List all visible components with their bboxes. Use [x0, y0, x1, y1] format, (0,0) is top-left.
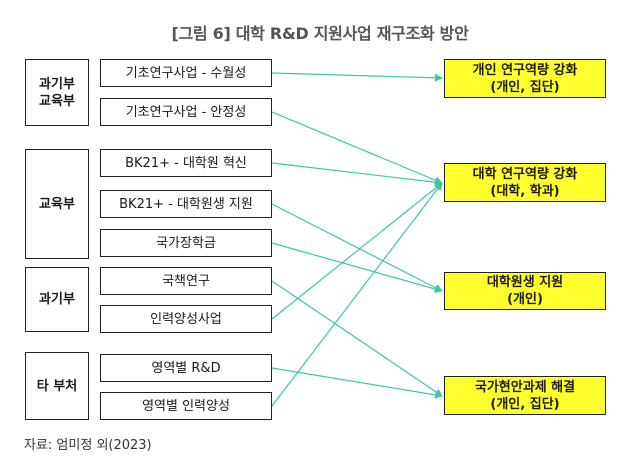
- goal-title: 대학원생 지원: [486, 275, 564, 290]
- connector-arrow-2: [271, 162, 443, 187]
- program-bk21-grad-innovation: BK21+ - 대학원 혁신: [100, 149, 272, 177]
- ministry-box-moe: 교육부: [25, 149, 89, 259]
- connector-arrow-3: [271, 203, 443, 292]
- goal-university-research: 대학 연구역량 강화 (대학, 학과): [444, 163, 606, 202]
- program-bk21-grad-support: BK21+ - 대학원생 지원: [100, 190, 272, 218]
- connector-arrow-6: [271, 182, 443, 320]
- program-basic-research-excellence: 기초연구사업 - 수월성: [100, 59, 272, 87]
- goal-grad-student-support: 대학원생 지원 (개인): [444, 272, 606, 310]
- connector-arrow-1: [271, 111, 443, 184]
- ministry-box-msit: 과기부: [25, 267, 89, 332]
- goal-title: 개인 연구역량 강화: [472, 62, 578, 78]
- connector-arrow-8: [271, 182, 443, 407]
- program-domain-rnd: 영역별 R&D: [100, 354, 272, 382]
- program-workforce-development: 인력양성사업: [100, 305, 272, 333]
- ministry-box-msit-moe: 과기부 교육부: [25, 59, 89, 126]
- goal-subtitle: (대학, 학과): [490, 183, 560, 199]
- program-domain-workforce: 영역별 인력양성: [100, 392, 272, 420]
- goal-title: 국가현안과제 해결: [474, 379, 576, 395]
- connector-arrow-7: [271, 367, 443, 399]
- source-note: 자료: 엄미정 외(2023): [24, 438, 152, 453]
- goal-subtitle: (개인, 집단): [490, 396, 560, 412]
- goal-national-issues: 국가현안과제 해결 (개인, 집단): [444, 376, 606, 415]
- program-basic-research-stability: 기초연구사업 - 안정성: [100, 98, 272, 126]
- goal-subtitle: (개인, 집단): [490, 79, 560, 95]
- program-national-scholarship: 국가장학금: [100, 229, 272, 257]
- connector-arrow-4: [271, 242, 443, 293]
- connector-arrow-5: [271, 280, 443, 397]
- goal-subtitle: (개인): [507, 292, 543, 307]
- goal-title: 대학 연구역량 강화: [472, 166, 578, 182]
- goal-individual-research: 개인 연구역량 강화 (개인, 집단): [444, 59, 606, 98]
- figure-title: [그림 6] 대학 R&D 지원사업 재구조화 방안: [171, 24, 469, 43]
- program-national-research: 국책연구: [100, 267, 272, 295]
- connector-arrow-0: [271, 72, 443, 82]
- ministry-box-other: 타 부처: [25, 352, 89, 420]
